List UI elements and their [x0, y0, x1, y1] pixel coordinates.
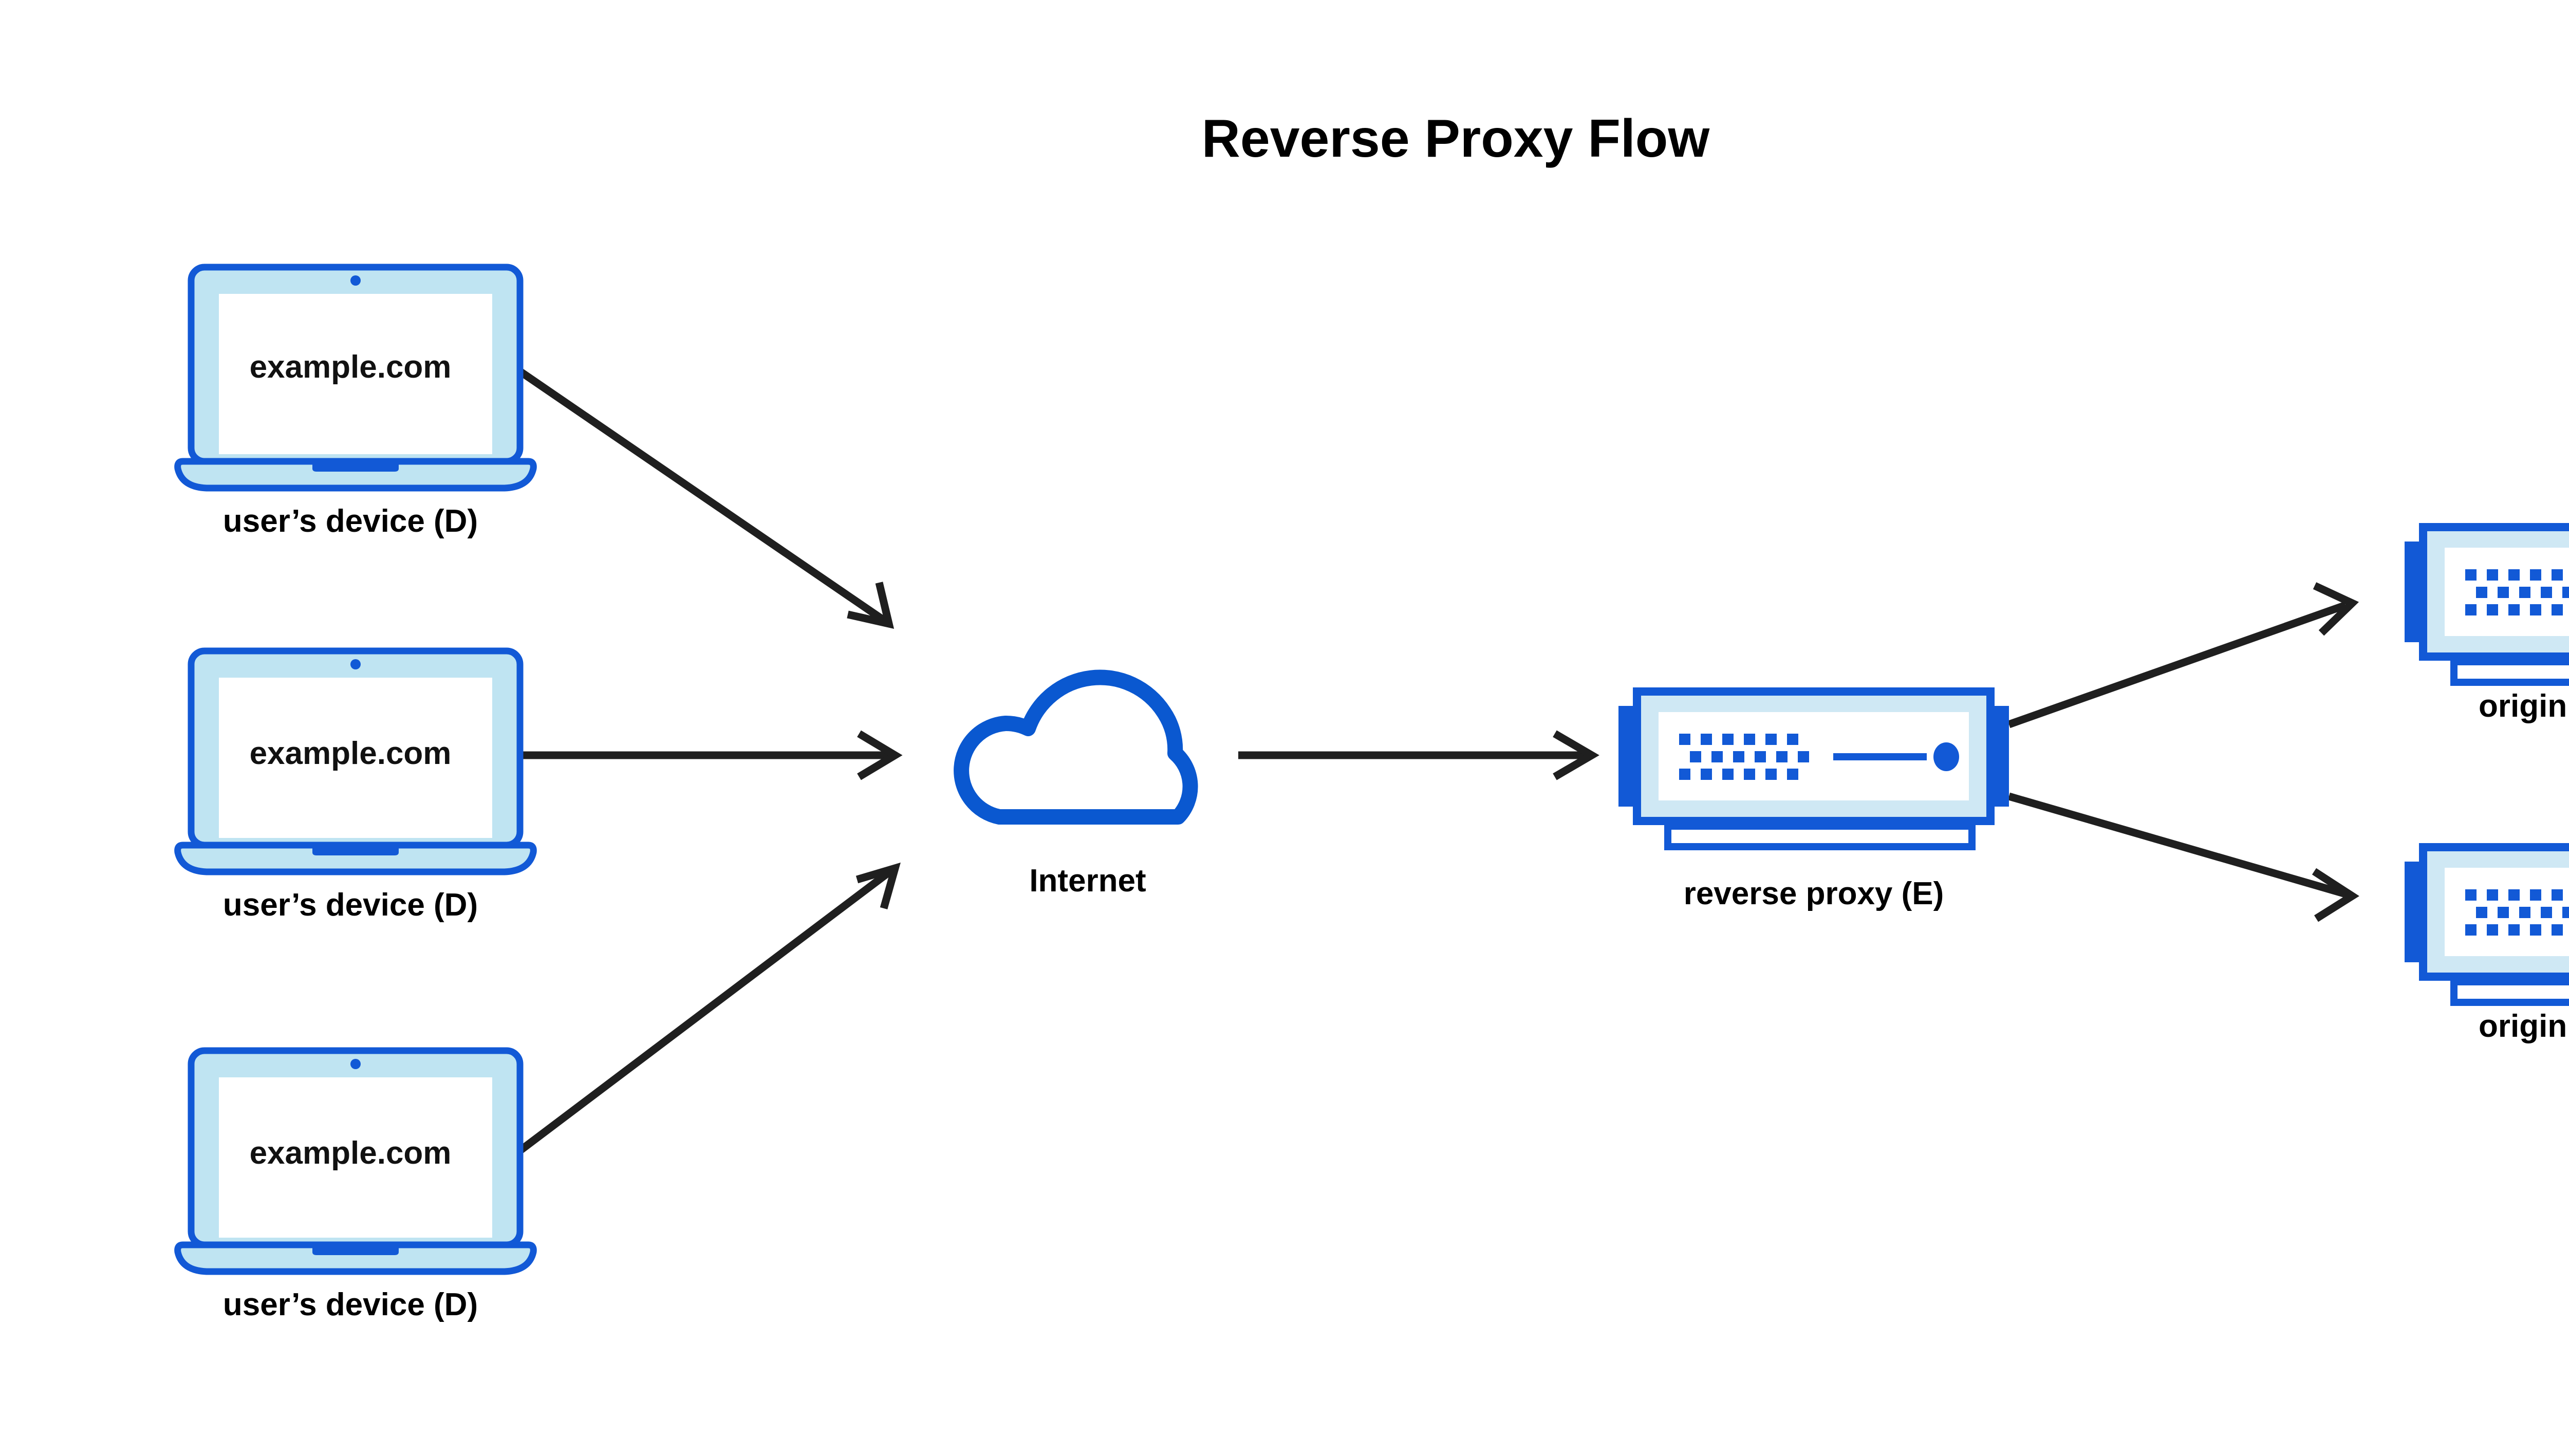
edge-device1-internet [514, 365, 895, 629]
server-icon [2405, 847, 2569, 1002]
edge-device2-internet [516, 730, 903, 780]
node-user-device-1[interactable]: example.com user’s device (D) [178, 267, 534, 539]
reverse-proxy-label: reverse proxy (E) [1684, 876, 1944, 911]
server-icon [2405, 527, 2569, 682]
device-screen-text: example.com [250, 1135, 452, 1171]
edge-layer [514, 365, 2359, 1156]
device-screen-text: example.com [250, 736, 452, 771]
origin-server-label: origin server (F) [2479, 1009, 2569, 1044]
node-user-device-3[interactable]: example.com user’s device (D) [178, 1051, 534, 1322]
node-user-device-2[interactable]: example.com user’s device (D) [178, 651, 534, 923]
server-icon [1618, 692, 2009, 847]
internet-label: Internet [1029, 863, 1146, 899]
device-label: user’s device (D) [223, 887, 478, 923]
node-internet[interactable]: Internet [961, 678, 1190, 899]
edge-proxy-origin2 [2007, 792, 2359, 922]
origin-server-label: origin server (F) [2479, 688, 2569, 724]
node-origin-server-2[interactable]: origin server (F) [2405, 847, 2569, 1044]
node-reverse-proxy[interactable]: reverse proxy (E) [1618, 692, 2009, 911]
edge-proxy-origin1 [2007, 582, 2359, 729]
node-origin-server-1[interactable]: origin server (F) [2405, 527, 2569, 724]
device-screen-text: example.com [250, 349, 452, 385]
diagram-title: Reverse Proxy Flow [1202, 109, 1710, 169]
device-label: user’s device (D) [223, 1287, 478, 1322]
edge-device3-internet [514, 862, 901, 1156]
device-label: user’s device (D) [223, 503, 478, 539]
edge-internet-proxy [1238, 730, 1599, 780]
